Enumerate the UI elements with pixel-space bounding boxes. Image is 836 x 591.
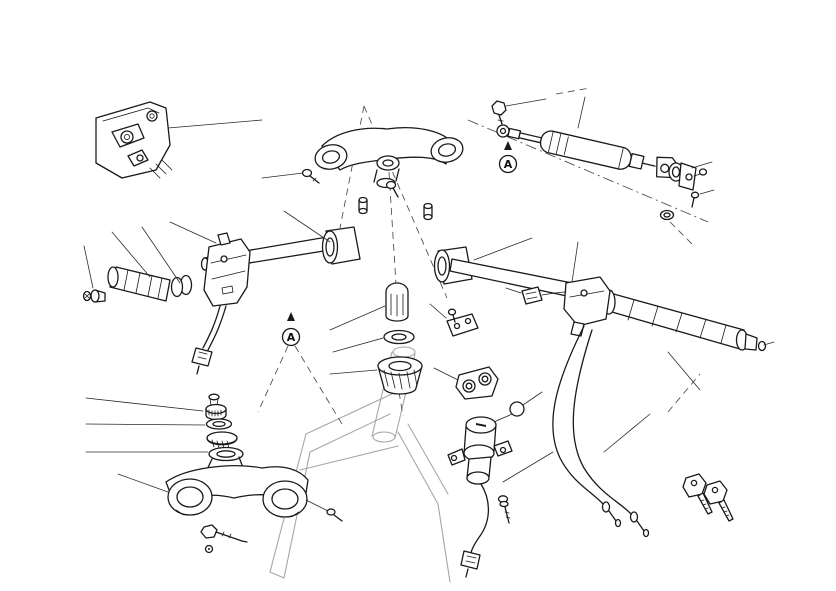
callout-a-1: A — [498, 141, 518, 174]
callout-a-1-label: A — [504, 158, 513, 171]
left-switch-unit — [191, 232, 251, 375]
steering-stem-parts — [377, 282, 423, 395]
callout-a-2-label: A — [287, 331, 296, 344]
damper-clamp — [659, 162, 708, 221]
damper-bolt — [491, 100, 507, 125]
right-switch-unit — [521, 276, 611, 337]
lower-triple-clamp — [165, 393, 343, 554]
top-triple-clamp — [314, 126, 464, 189]
construction-lines — [257, 87, 709, 425]
ignition-switch — [447, 401, 525, 578]
throttle-cables — [552, 325, 650, 538]
steering-damper — [496, 124, 680, 179]
callout-arrow-icon — [504, 141, 512, 150]
callout-a-2: A — [281, 312, 301, 347]
callout-arrow-icon — [287, 312, 295, 321]
instrument-bracket — [95, 101, 173, 179]
keys — [682, 473, 734, 522]
lock-brackets — [446, 308, 499, 400]
clamp-bolts — [301, 168, 433, 221]
leader-lines — [83, 96, 775, 512]
frame-headstock — [269, 346, 451, 583]
